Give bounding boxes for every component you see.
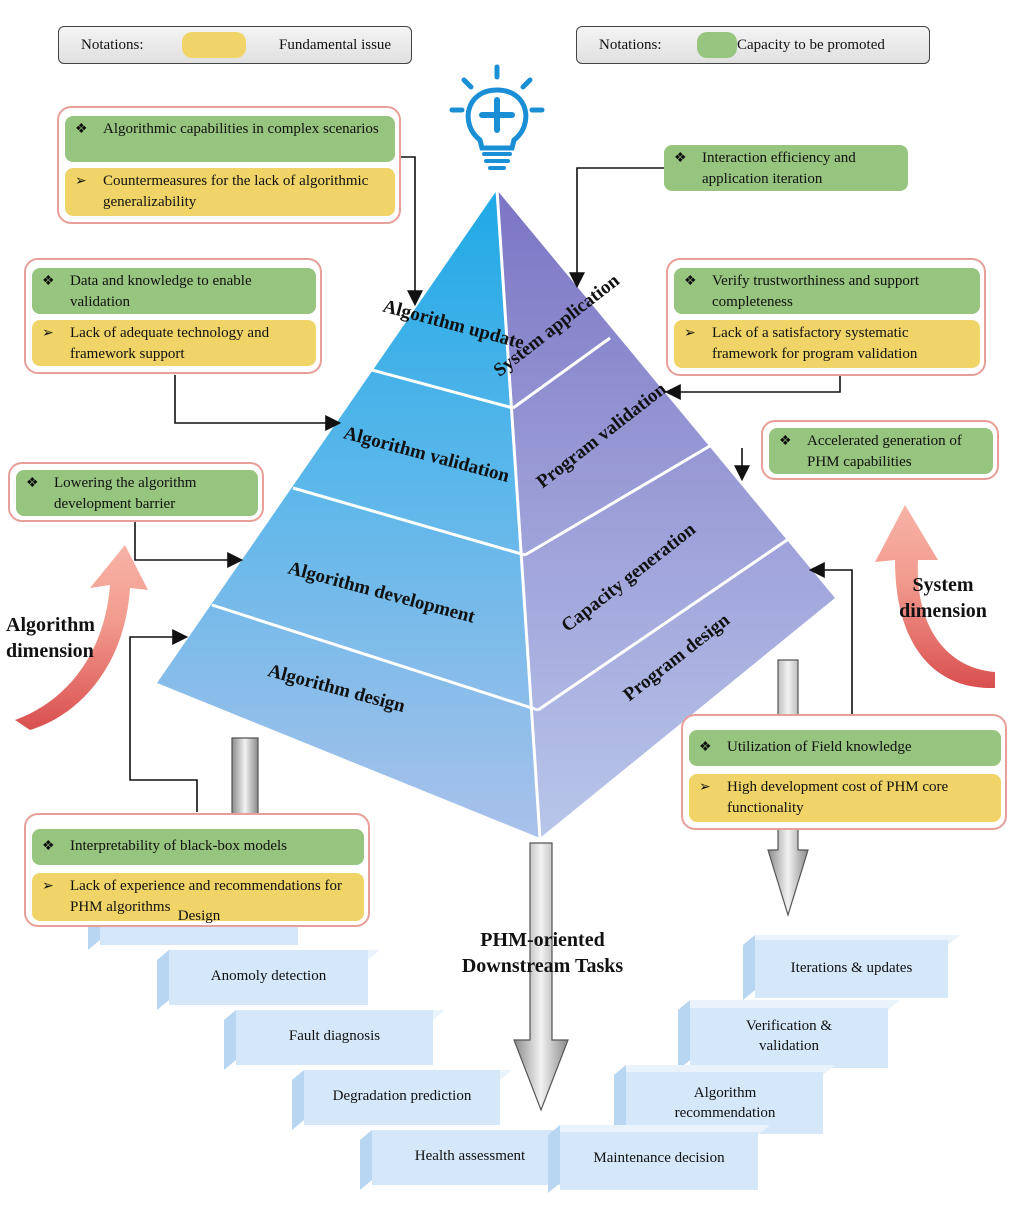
task-label-fault: Fault diagnosis bbox=[288, 1028, 381, 1044]
diamond-bullet-icon: ❖ bbox=[26, 476, 39, 491]
task-label-anomoly: Anomoly detection bbox=[210, 968, 327, 984]
downstream-title: PHM-oriented Downstream Tasks bbox=[461, 929, 624, 977]
issue-item: ➢ Countermeasures for the lack of algori… bbox=[65, 168, 395, 216]
notation-label: Notations: bbox=[81, 36, 144, 53]
arrow-bullet-icon: ➢ bbox=[684, 326, 696, 341]
diamond-bullet-icon: ❖ bbox=[42, 839, 55, 854]
task-anomoly bbox=[157, 950, 380, 1010]
task-label-maintenance: Maintenance decision bbox=[593, 1150, 725, 1166]
task-label-design: Design bbox=[177, 908, 221, 924]
yellow-swatch bbox=[182, 32, 246, 58]
task-health bbox=[360, 1130, 580, 1190]
center-down-arrow bbox=[513, 842, 569, 1112]
panel-low-right: ❖ Accelerated generation of PHM capabili… bbox=[761, 420, 999, 480]
task-label-iterations: Iterations & updates bbox=[790, 960, 913, 976]
capacity-item: ❖ Interpretability of black-box models bbox=[32, 829, 364, 865]
task-label-health: Health assessment bbox=[414, 1148, 526, 1164]
diamond-bullet-icon: ❖ bbox=[684, 274, 697, 289]
notation-desc: Fundamental issue bbox=[279, 36, 392, 53]
task-label-algorithm-rec: Algorithm recommendation bbox=[674, 1085, 776, 1121]
diamond-bullet-icon: ❖ bbox=[674, 151, 687, 166]
diamond-bullet-icon: ❖ bbox=[779, 434, 792, 449]
issue-item: ➢ Lack of a satisfactory systematic fram… bbox=[674, 320, 980, 368]
pyramid-right-face bbox=[497, 190, 835, 838]
system-dimension-arrow bbox=[875, 505, 995, 689]
system-dimension-label: System dimension bbox=[899, 574, 987, 622]
capacity-item: ❖ Verify trustworthiness and support com… bbox=[674, 268, 980, 314]
issue-item: ➢ Lack of experience and recommendations… bbox=[32, 873, 364, 921]
diamond-bullet-icon: ❖ bbox=[42, 274, 55, 289]
task-degradation bbox=[292, 1070, 512, 1130]
panel-top-right: ❖ Interaction efficiency and application… bbox=[664, 145, 908, 195]
panel-bottom-left: ❖ Interpretability of black-box models ➢… bbox=[24, 813, 370, 927]
notation-label: Notations: bbox=[599, 36, 662, 53]
issue-item: ➢ Lack of adequate technology and framew… bbox=[32, 320, 316, 366]
green-swatch bbox=[697, 32, 737, 58]
notation-desc: Capacity to be promoted bbox=[737, 36, 885, 53]
panel-top-left: ❖ Algorithmic capabilities in complex sc… bbox=[57, 106, 401, 224]
task-verification bbox=[678, 1000, 900, 1070]
right-tasks bbox=[548, 935, 960, 1193]
arrow-bullet-icon: ➢ bbox=[699, 780, 711, 795]
capacity-item: ❖ Accelerated generation of PHM capabili… bbox=[769, 428, 993, 474]
arrow-bullet-icon: ➢ bbox=[42, 879, 54, 894]
task-algorithm-rec bbox=[614, 1065, 835, 1135]
panel-bottom-right: ❖ Utilization of Field knowledge ➢ High … bbox=[681, 714, 1007, 830]
capacity-item: ❖ Algorithmic capabilities in complex sc… bbox=[65, 116, 395, 162]
arrow-bullet-icon: ➢ bbox=[42, 326, 54, 341]
task-label-verification: Verification & validation bbox=[745, 1018, 833, 1054]
capacity-item: ❖ Data and knowledge to enable validatio… bbox=[32, 268, 316, 314]
algorithm-dimension-label: Algorithm dimension bbox=[6, 614, 95, 662]
pyramid-left-face bbox=[157, 190, 540, 838]
capacity-item: ❖ Lowering the algorithm development bar… bbox=[16, 470, 258, 516]
capacity-item: ❖ Interaction efficiency and application… bbox=[664, 145, 908, 191]
pyramid-dividers bbox=[211, 189, 791, 839]
task-fault bbox=[224, 1010, 445, 1070]
arrow-bullet-icon: ➢ bbox=[75, 174, 87, 189]
task-iterations bbox=[743, 935, 960, 1000]
task-maintenance bbox=[548, 1125, 770, 1193]
diamond-bullet-icon: ❖ bbox=[699, 740, 712, 755]
task-label-degradation: Degradation prediction bbox=[332, 1088, 472, 1104]
panel-mid-left: ❖ Data and knowledge to enable validatio… bbox=[24, 258, 322, 374]
capacity-item: ❖ Utilization of Field knowledge bbox=[689, 730, 1001, 766]
lightbulb-plus-icon bbox=[449, 64, 545, 170]
connector-arrows bbox=[129, 156, 853, 812]
panel-low-left: ❖ Lowering the algorithm development bar… bbox=[8, 462, 264, 522]
issue-item: ➢ High development cost of PHM core func… bbox=[689, 774, 1001, 822]
notation-fundamental: Notations: Fundamental issue bbox=[58, 26, 412, 64]
panel-mid-right: ❖ Verify trustworthiness and support com… bbox=[666, 258, 986, 376]
notation-capacity: Notations: Capacity to be promoted bbox=[576, 26, 930, 64]
algorithm-dimension-arrow bbox=[15, 545, 148, 730]
diamond-bullet-icon: ❖ bbox=[75, 122, 88, 137]
